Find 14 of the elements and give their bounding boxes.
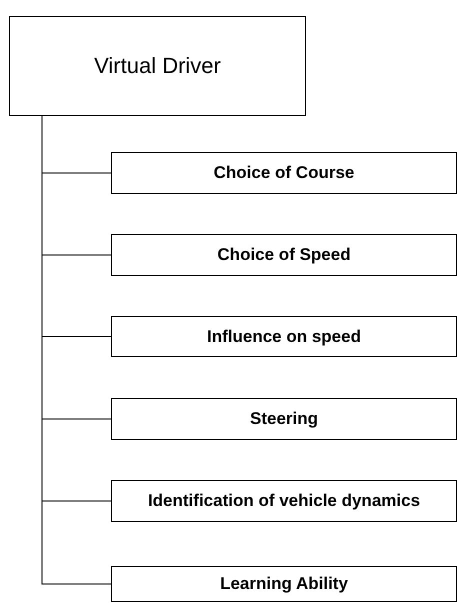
category-label: Identification of vehicle dynamics (148, 491, 420, 511)
category-label: Steering (250, 409, 318, 429)
category-box (111, 316, 457, 357)
category-box (111, 234, 457, 276)
category-label: Influence on speed (207, 326, 361, 346)
category-label: Choice of Course (214, 163, 354, 183)
category-box (111, 480, 457, 522)
category-box (111, 152, 457, 194)
root-title: Virtual Driver (94, 53, 221, 79)
category-box (111, 566, 457, 602)
root-box (9, 16, 306, 116)
category-label: Learning Ability (220, 574, 348, 594)
category-box (111, 398, 457, 440)
category-label: Choice of Speed (217, 245, 351, 265)
